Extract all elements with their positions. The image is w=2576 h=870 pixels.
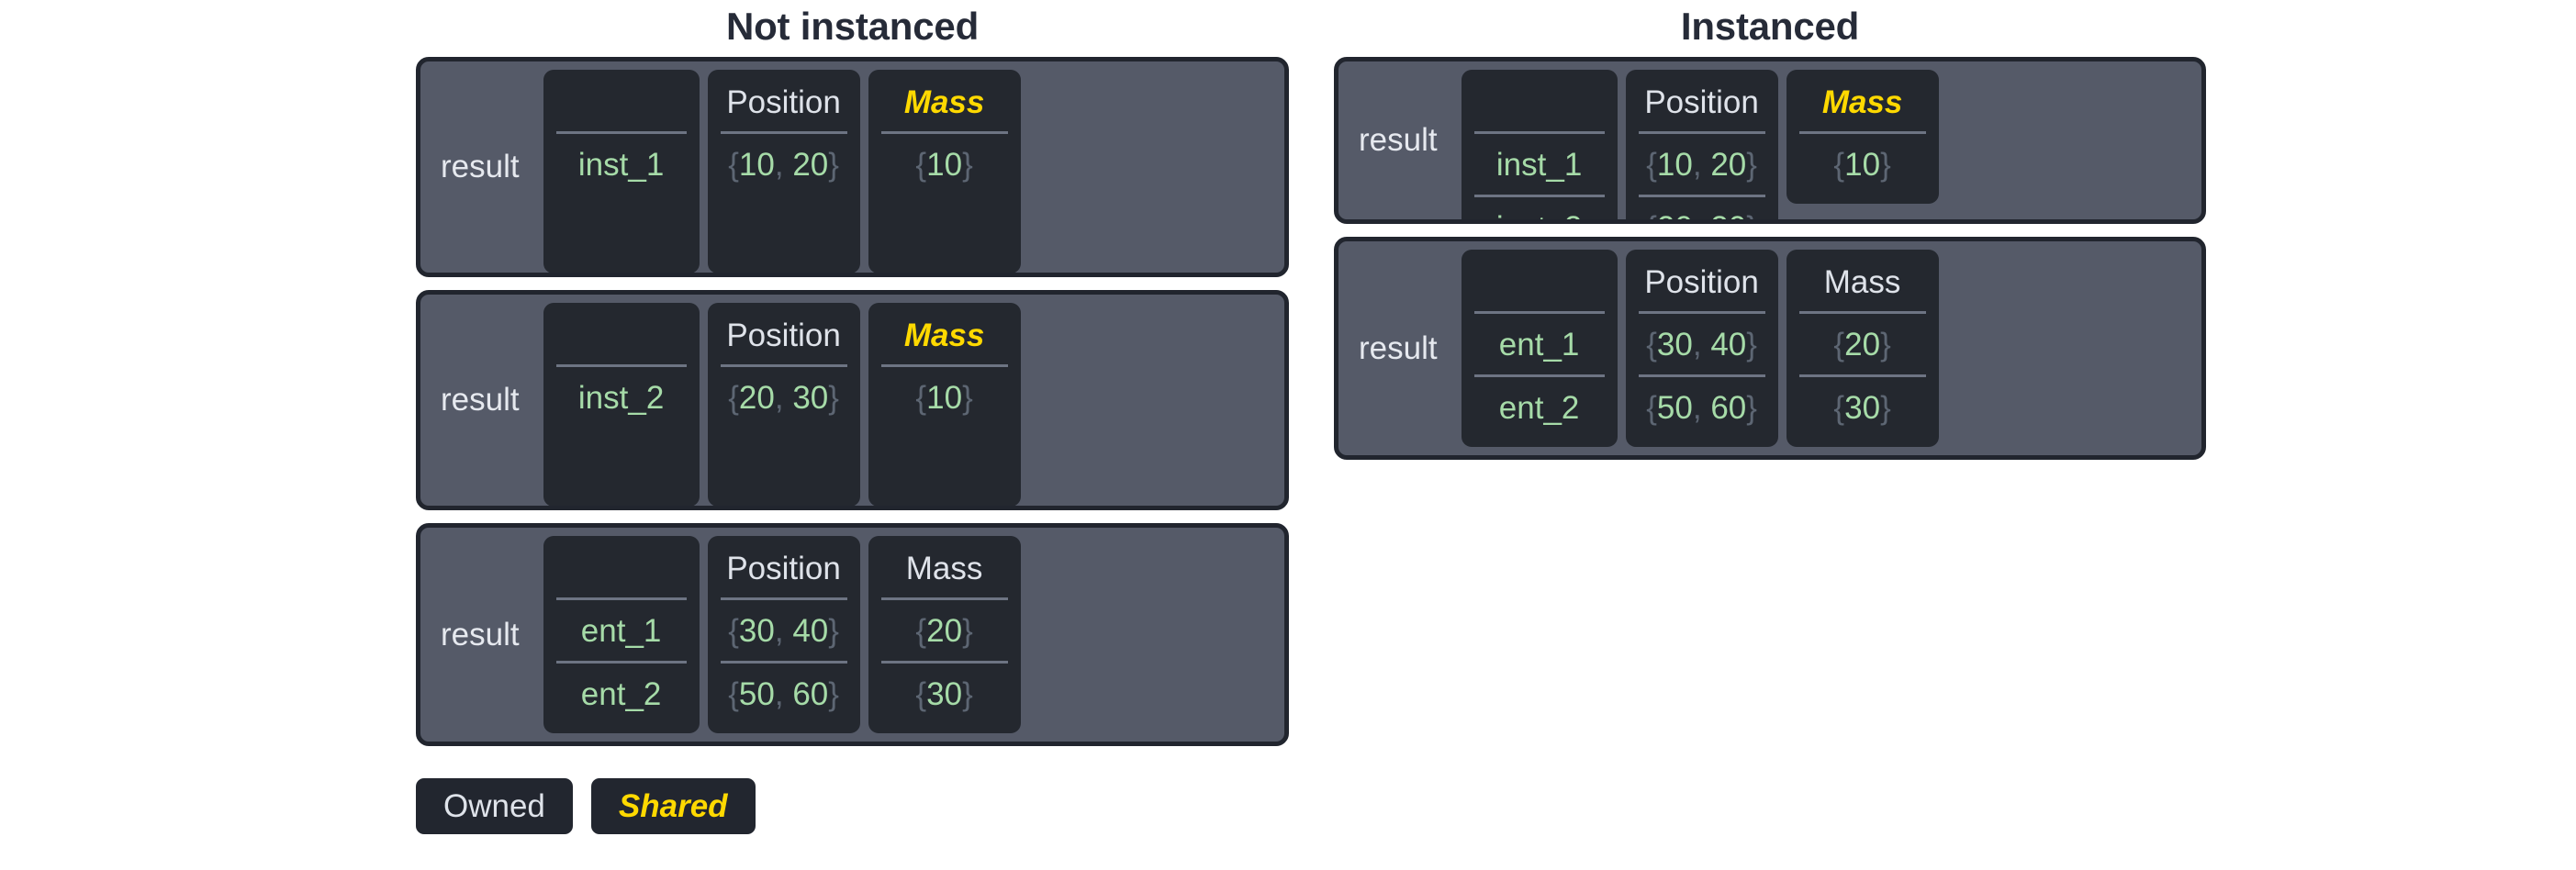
result-panel: result inst_1 Position {10, 20} Mass {10… [416,57,1289,277]
table-cell: {20, 30} [728,380,839,416]
table-cell: ent_2 [555,661,687,724]
table-cell: {50, 60} [1638,374,1765,438]
panel-columns: inst_1 Position {10, 20} Mass {10} [543,61,1284,273]
column-header-position: Position [720,70,847,134]
column-block-name: ent_1 ent_2 [543,536,700,733]
table-cell: inst_2 [577,380,665,416]
table-cell: {30, 40} [1646,327,1757,362]
table-cell: inst_1 [577,147,665,183]
table-cell: {50, 60} [720,661,847,724]
column-title-instanced: Instanced [1680,5,1860,48]
column-block-mass-shared: Mass {10} [1786,70,1939,204]
table-cell: inst_2 [1473,195,1605,219]
column-block-name: inst_1 inst_2 [1461,70,1618,219]
result-panel: result inst_2 Position {20, 30} Mass {10… [416,290,1289,510]
legend: Owned Shared [416,778,756,834]
column-header-name [555,536,687,600]
column-header-mass: Mass [880,536,1008,600]
result-panel: result ent_1 ent_2 Position {30, 40} {50… [416,523,1289,746]
column-block-position: Position {20, 30} [707,303,860,506]
table-cell: {30} [880,661,1008,724]
column-header-mass: Mass [1798,70,1926,134]
column-block-mass: Mass {10} [868,303,1021,506]
panel-label: result [1359,329,1438,366]
table-cell: ent_1 [1498,327,1580,362]
table-cell: {30, 40} [728,613,839,649]
panel-label: result [441,382,520,418]
column-block-position: Position {10, 20} {20, 30} [1625,70,1778,219]
result-panel: result inst_1 inst_2 Position {10, 20} {… [1334,57,2206,224]
column-header-mass: Mass [880,303,1008,367]
table-cell: {20} [1833,327,1891,362]
table-cell: {10} [915,380,973,416]
panel-columns: ent_1 ent_2 Position {30, 40} {50, 60} M… [1461,241,2201,455]
table-cell: ent_1 [580,613,662,649]
table-cell: {10, 20} [728,147,839,183]
column-title-not-instanced: Not instanced [725,5,980,48]
result-panel: result ent_1 ent_2 Position {30, 40} {50… [1334,237,2206,460]
column-not-instanced: Not instanced result inst_1 Position {10… [416,0,1289,759]
panel-label: result [441,616,520,652]
legend-chip-shared[interactable]: Shared [590,778,756,834]
panel-columns: ent_1 ent_2 Position {30, 40} {50, 60} M… [543,528,1284,742]
column-header-name [1473,70,1605,134]
column-block-name: inst_2 [543,303,700,506]
column-header-position: Position [1638,250,1765,314]
column-block-mass: Mass {20} {30} [868,536,1021,733]
column-header-position: Position [720,536,847,600]
column-header-name [555,70,687,134]
panel-label: result [441,149,520,184]
column-block-name: inst_1 [543,70,700,273]
panel-label: result [1359,122,1438,158]
column-header-mass: Mass [1798,250,1926,314]
table-cell: {10} [1833,147,1891,183]
table-cell: ent_2 [1473,374,1605,438]
table-cell: {10} [915,147,973,183]
column-header-mass: Mass [880,70,1008,134]
column-block-position: Position {30, 40} {50, 60} [707,536,860,733]
column-block-mass: Mass {20} {30} [1786,250,1939,447]
table-cell: {30} [1798,374,1926,438]
column-header-name [555,303,687,367]
table-cell: {20} [915,613,973,649]
column-block-name: ent_1 ent_2 [1461,250,1618,447]
panel-columns: inst_1 inst_2 Position {10, 20} {20, 30}… [1461,61,2201,219]
column-header-position: Position [720,303,847,367]
legend-chip-owned[interactable]: Owned [416,778,573,834]
table-cell: {20, 30} [1638,195,1765,219]
column-block-position: Position {30, 40} {50, 60} [1625,250,1778,447]
column-header-position: Position [1638,70,1765,134]
column-block-position: Position {10, 20} [707,70,860,273]
table-cell: {10, 20} [1646,147,1757,183]
panel-columns: inst_2 Position {20, 30} Mass {10} [543,295,1284,506]
column-header-name [1473,250,1605,314]
column-block-mass: Mass {10} [868,70,1021,273]
table-cell: inst_1 [1495,147,1583,183]
column-instanced: Instanced result inst_1 inst_2 Position … [1334,0,2206,473]
